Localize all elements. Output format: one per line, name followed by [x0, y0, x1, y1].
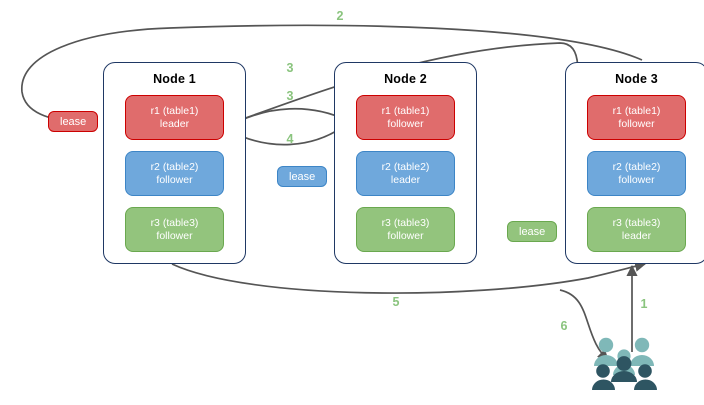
replica-name: r2 (table2): [150, 160, 199, 173]
step-label-2: 2: [336, 9, 344, 23]
lease-chip-r2[interactable]: lease: [277, 166, 328, 187]
replica-name: r3 (table3): [381, 216, 430, 229]
replica-name: r2 (table2): [381, 160, 430, 173]
lease-chip-r1[interactable]: lease: [48, 111, 99, 132]
people-group-icon: [592, 337, 657, 390]
replica-node2-r3[interactable]: r3 (table3) follower: [356, 207, 455, 252]
replica-node3-r2[interactable]: r2 (table2) follower: [587, 151, 686, 196]
step-label-4: 4: [286, 132, 294, 146]
node-title: Node 1: [153, 72, 196, 86]
replica-node1-r3[interactable]: r3 (table3) follower: [125, 207, 224, 252]
step-label-3b: 3: [286, 89, 294, 103]
replica-name: r1 (table1): [150, 104, 199, 117]
replica-node1-r2[interactable]: r2 (table2) follower: [125, 151, 224, 196]
replica-node1-r1[interactable]: r1 (table1) leader: [125, 95, 224, 140]
node-container-node1[interactable]: Node 1 r1 (table1) leader r2 (table2) fo…: [103, 62, 246, 264]
replica-node3-r3[interactable]: r3 (table3) leader: [587, 207, 686, 252]
node-container-node2[interactable]: Node 2 r1 (table1) follower r2 (table2) …: [334, 62, 477, 264]
node-container-node3[interactable]: Node 3 r1 (table1) follower r2 (table2) …: [565, 62, 704, 264]
lease-chip-r3[interactable]: lease: [507, 221, 558, 242]
replica-node2-r1[interactable]: r1 (table1) follower: [356, 95, 455, 140]
edge-5-path: [171, 260, 647, 294]
replica-name: r3 (table3): [150, 216, 199, 229]
replica-role: follower: [156, 229, 193, 242]
replica-name: r2 (table2): [612, 160, 661, 173]
step-label-1: 1: [640, 297, 648, 311]
replica-node3-r1[interactable]: r1 (table1) follower: [587, 95, 686, 140]
node-title: Node 3: [615, 72, 658, 86]
replica-role: follower: [387, 229, 424, 242]
replica-role: leader: [390, 173, 421, 186]
replica-name: r1 (table1): [612, 104, 661, 117]
step-label-6: 6: [560, 319, 568, 333]
replica-node2-r2[interactable]: r2 (table2) leader: [356, 151, 455, 196]
replica-role: follower: [387, 117, 424, 130]
replica-role: follower: [618, 117, 655, 130]
step-label-3a: 3: [286, 61, 294, 75]
node-title: Node 2: [384, 72, 427, 86]
replica-role: follower: [156, 173, 193, 186]
step-label-5: 5: [392, 295, 400, 309]
replica-name: r3 (table3): [612, 216, 661, 229]
replica-name: r1 (table1): [381, 104, 430, 117]
replica-role: leader: [159, 117, 190, 130]
replica-role: leader: [621, 229, 652, 242]
replica-role: follower: [618, 173, 655, 186]
